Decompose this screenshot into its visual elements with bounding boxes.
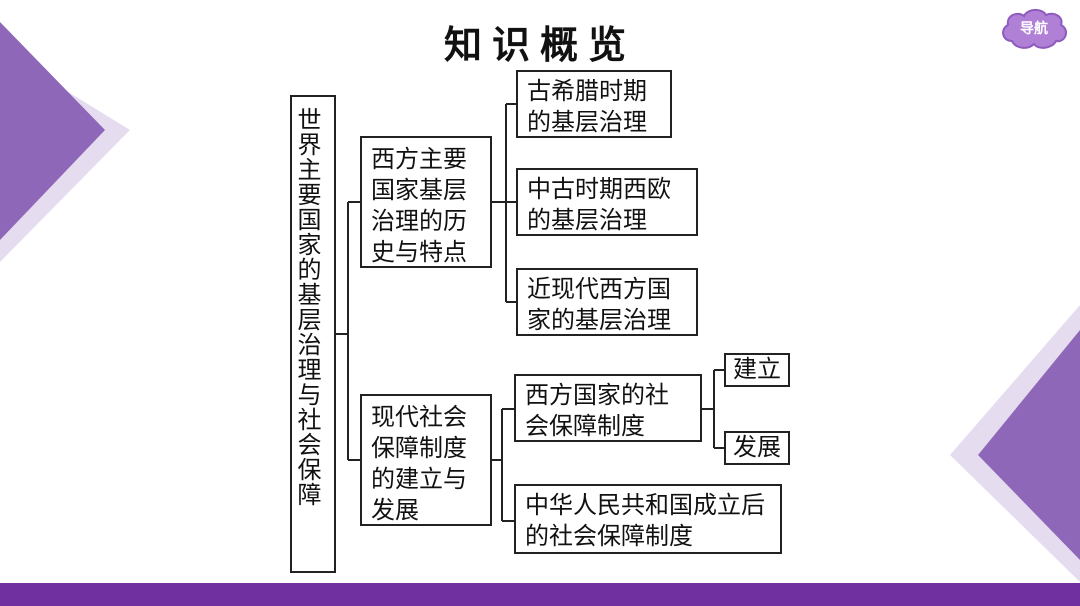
page-title: 知识概览 <box>443 23 636 67</box>
footer-bar <box>0 583 1080 606</box>
nav-button[interactable]: 导航 <box>998 5 1070 55</box>
branch-node-social-security: 现代社会保障制度的建立与发展 <box>360 394 492 526</box>
cloud-icon <box>1002 8 1068 49</box>
branch-node-history: 西方主要国家基层治理的历史与特点 <box>360 136 492 268</box>
leaf-node-modern-west: 近现代西方国家的基层治理 <box>516 268 698 336</box>
sub-node-develop: 发展 <box>724 431 790 465</box>
sub-node-establish: 建立 <box>724 353 790 387</box>
nav-label: 导航 <box>1020 21 1048 37</box>
root-node: 世界主要国家的基层治理与社会保障 <box>290 95 336 573</box>
leaf-node-western-security: 西方国家的社会保障制度 <box>514 374 702 442</box>
leaf-node-medieval-europe: 中古时期西欧的基层治理 <box>516 168 698 236</box>
leaf-node-ancient-greece: 古希腊时期的基层治理 <box>516 70 672 138</box>
leaf-node-prc-security: 中华人民共和国成立后的社会保障制度 <box>514 484 782 554</box>
